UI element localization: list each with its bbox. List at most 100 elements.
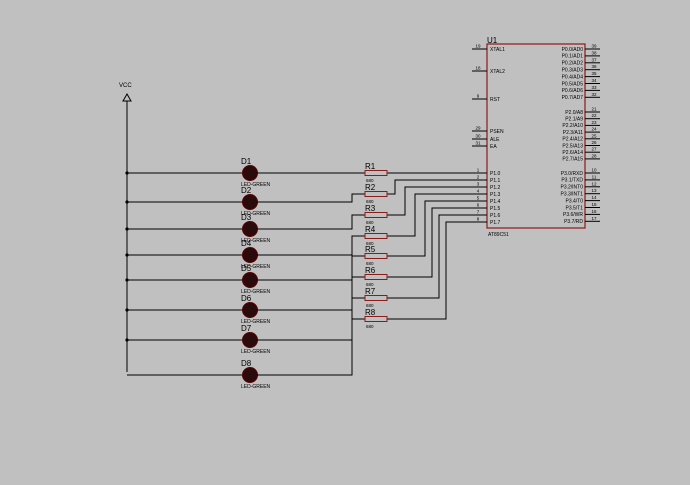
led-icon <box>242 302 258 318</box>
vcc-terminal[interactable]: VCC <box>119 83 132 372</box>
pin-name: P0.5/AD5 <box>562 81 584 87</box>
pin-name: P2.7/A15 <box>562 157 583 163</box>
led-ref: D3 <box>241 213 252 222</box>
resistor-to-port-wire <box>387 179 472 195</box>
pin-number: 16 <box>591 209 597 214</box>
led-to-resistor-wire <box>268 214 365 230</box>
pin-number: 39 <box>591 44 597 49</box>
pin-number: 25 <box>591 133 597 138</box>
pin-name: P3.2/INT0 <box>560 185 583 191</box>
led-type: LED-GREEN <box>241 319 271 325</box>
led-ref: D5 <box>241 264 252 273</box>
led-to-resistor-wire <box>268 255 365 281</box>
resistor-ref: R6 <box>365 266 376 275</box>
ic-pin-left[interactable]: 8P1.7 <box>472 217 501 226</box>
pin-number: 8 <box>477 217 480 222</box>
pin-name: P2.5/A13 <box>562 143 583 149</box>
led-icon <box>242 332 258 348</box>
pin-number: 7 <box>477 210 480 215</box>
ic-pin-left[interactable]: 7P1.6 <box>472 210 501 219</box>
led-icon <box>242 165 258 181</box>
pin-name: P3.5/T1 <box>565 205 583 211</box>
pin-number: 21 <box>591 107 597 112</box>
pin-name: P0.2/AD2 <box>562 61 584 67</box>
pin-name: P0.3/AD3 <box>562 68 584 74</box>
ic-pin-left[interactable]: 2P1.1 <box>472 175 501 184</box>
led-to-resistor-wire <box>268 318 365 376</box>
pin-number: 23 <box>591 120 597 125</box>
pin-number: 3 <box>477 182 480 187</box>
ic-pin-left[interactable]: 1P1.0 <box>472 168 501 177</box>
pin-name: P0.7/AD7 <box>562 95 584 101</box>
pin-number: 29 <box>475 126 481 131</box>
pin-number: 1 <box>477 168 480 173</box>
pin-name: P1.2 <box>490 185 501 191</box>
pin-number: 38 <box>591 50 597 55</box>
pin-name: ALE <box>490 137 500 143</box>
ic-pin-left[interactable]: 5P1.4 <box>472 196 501 205</box>
ic-pin-left[interactable]: 3P1.2 <box>472 182 501 191</box>
resistor-to-port-wire <box>387 186 472 216</box>
pin-name: RST <box>490 97 500 103</box>
vcc-label: VCC <box>119 83 132 89</box>
pin-number: 28 <box>591 153 597 158</box>
pin-number: 26 <box>591 140 597 145</box>
resistor-value: 680 <box>366 324 374 329</box>
ic-pin-left[interactable]: 4P1.3 <box>472 189 501 198</box>
microcontroller-u1[interactable]: U1 AT89C51 19XTAL118XTAL29RST29PSEN30ALE… <box>472 36 600 238</box>
resistor-icon <box>364 274 388 280</box>
pin-number: 17 <box>591 216 597 221</box>
ic-pin-left[interactable]: 6P1.5 <box>472 203 501 212</box>
led-icon <box>242 367 258 383</box>
pin-number: 37 <box>591 57 597 62</box>
pin-name: P3.4/T0 <box>565 198 583 204</box>
led-ref: D6 <box>241 294 252 303</box>
